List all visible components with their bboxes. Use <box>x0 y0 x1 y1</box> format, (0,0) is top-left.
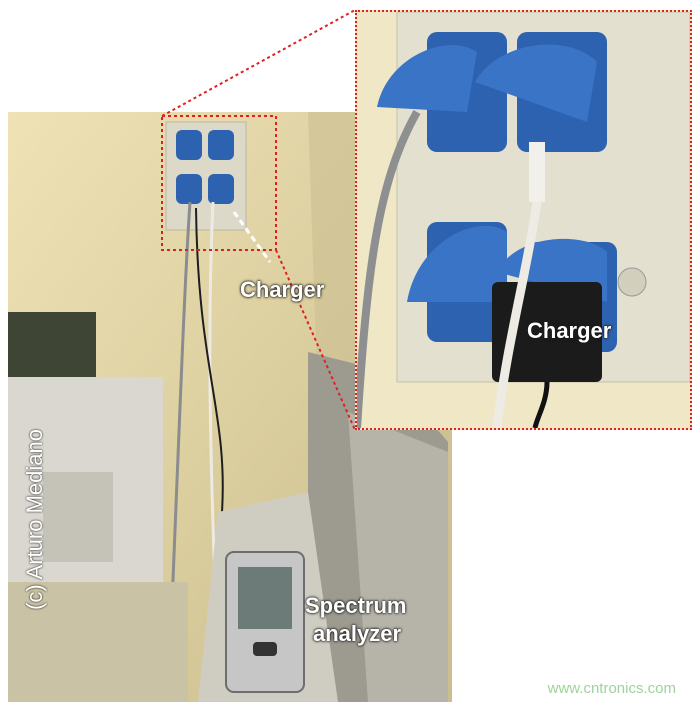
watermark: www.cntronics.com <box>547 680 676 697</box>
charger-label-zoom: Charger <box>527 318 612 343</box>
charger-label-main: Charger <box>240 277 325 302</box>
charger-pointer <box>232 211 272 263</box>
zoom-inset <box>355 10 692 430</box>
spectrum-label-line2: analyzer <box>313 621 402 646</box>
spectrum-label-line1: Spectrum <box>305 593 407 618</box>
socket-blue <box>176 130 202 160</box>
credit-text: (c) Arturo Mediano <box>22 429 47 610</box>
spectrum-analyzer-device <box>225 551 305 693</box>
zoom-scene <box>357 12 690 428</box>
